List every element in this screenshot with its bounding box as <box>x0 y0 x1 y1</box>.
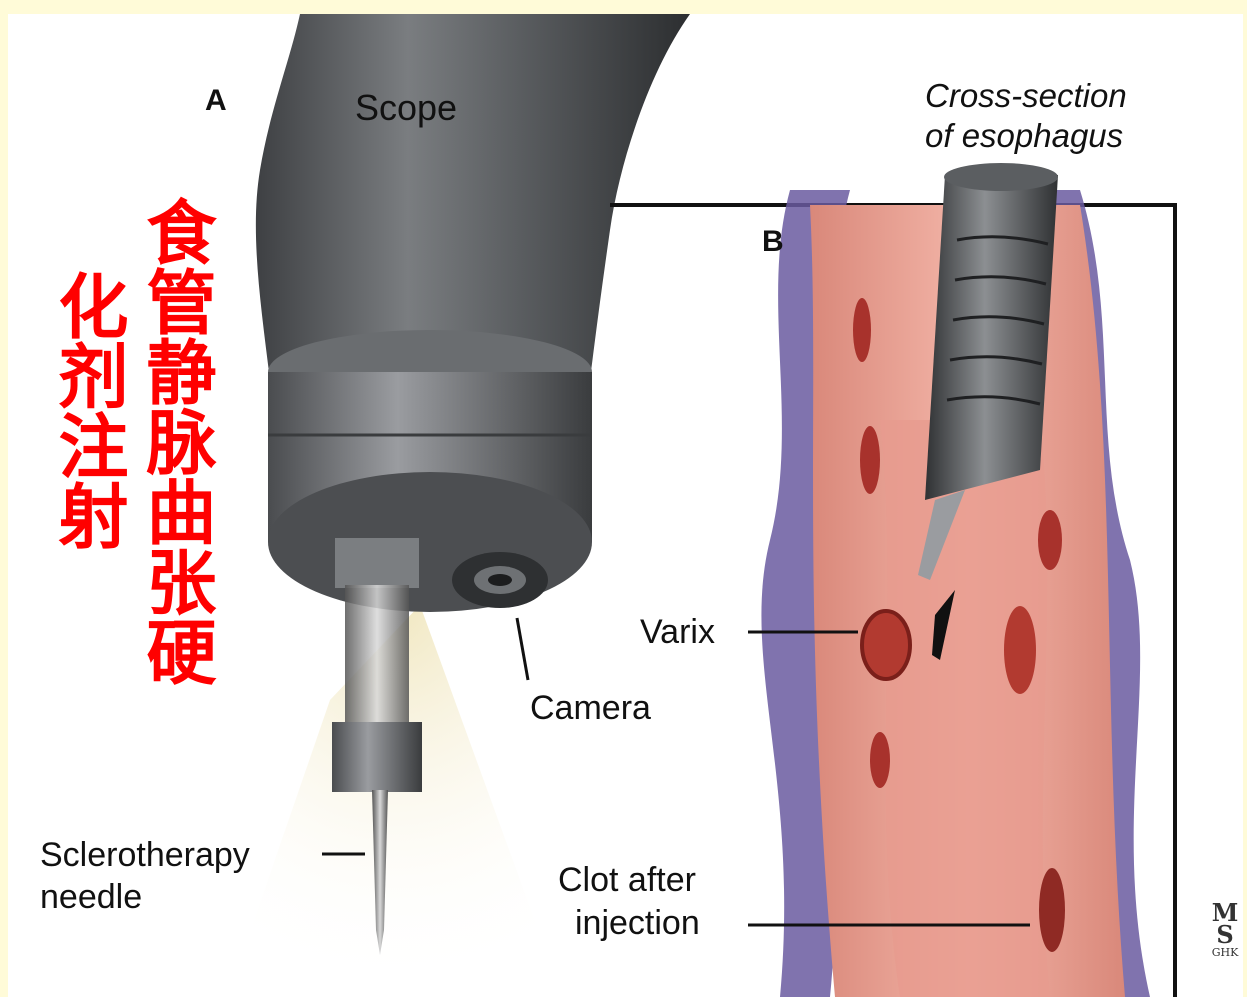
scope-body <box>256 14 690 380</box>
varix <box>1004 606 1036 694</box>
varix <box>870 732 890 788</box>
needle-label-line1: Sclerotherapy <box>40 835 250 875</box>
clot-label-line1: Clot after <box>558 860 696 900</box>
needle-sheath-top <box>335 538 419 588</box>
needle-sheath <box>345 585 409 725</box>
publisher-logo: M S GHK <box>1205 902 1245 997</box>
inner-scope <box>925 175 1058 500</box>
varix <box>860 426 880 494</box>
logo-mark-2: S <box>1216 920 1233 949</box>
camera-label: Camera <box>530 688 651 728</box>
needle-collar <box>332 722 422 792</box>
camera-leader <box>517 618 528 680</box>
esophagus-lumen <box>880 420 1050 997</box>
chinese-title-left-column: 化剂注射 <box>52 270 124 550</box>
varix-label: Varix <box>640 612 715 652</box>
varix <box>1038 510 1062 570</box>
varix-target <box>862 611 910 679</box>
panel-a-letter: A <box>205 84 227 118</box>
cross-section-line1: Cross-section <box>925 76 1127 116</box>
scope-label: Scope <box>355 88 457 128</box>
panel-b-letter: B <box>762 225 784 259</box>
needle-label-line2: needle <box>40 877 142 917</box>
clot <box>1039 868 1065 952</box>
logo-small-text: GHK <box>1205 946 1245 960</box>
cross-section-line2: of esophagus <box>925 116 1123 156</box>
clot-label-line2: injection <box>575 903 700 943</box>
varix <box>853 298 871 362</box>
chinese-title-right-column: 食管静脉曲张硬 <box>140 196 212 686</box>
